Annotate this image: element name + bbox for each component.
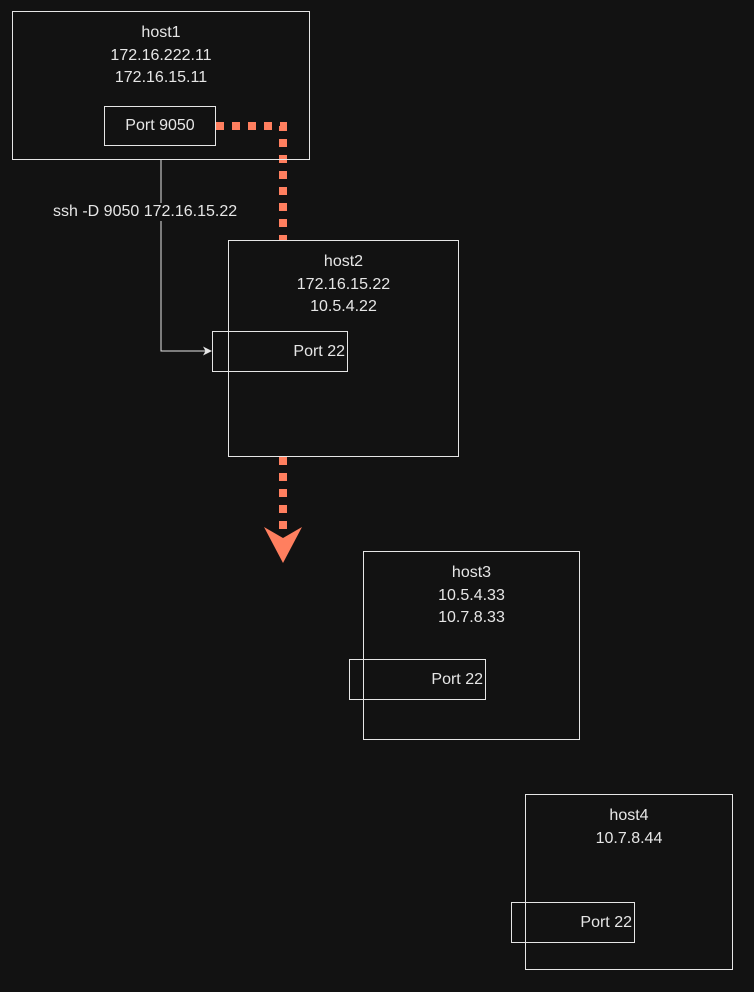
host3-box: host3 10.5.4.33 10.7.8.33: [363, 551, 580, 740]
host3-port-22: Port 22: [349, 659, 486, 700]
host1-port-9050: Port 9050: [104, 106, 216, 146]
host1-name: host1: [141, 24, 181, 41]
host2-box: host2 172.16.15.22 10.5.4.22: [228, 240, 459, 457]
ssh-connection-line: [160, 160, 206, 352]
host2-label: host2 172.16.15.22 10.5.4.22: [229, 251, 458, 319]
host3-port-label: Port 22: [431, 670, 483, 688]
host4-port-22: Port 22: [511, 902, 635, 943]
socks-tunnel-arrowhead: [264, 527, 302, 563]
host3-address-1: 10.5.4.33: [438, 586, 505, 604]
host4-label: host4 10.7.8.44: [526, 805, 732, 850]
ssh-connection-arrowhead: [203, 346, 212, 356]
host1-label: host1 172.16.222.11 172.16.15.11: [13, 22, 309, 90]
host4-port-label: Port 22: [580, 913, 632, 931]
ssh-command-label: ssh -D 9050 172.16.15.22: [51, 203, 240, 221]
host1-address-1: 172.16.222.11: [110, 46, 212, 64]
host1-port-label: Port 9050: [125, 117, 195, 134]
host2-address-1: 172.16.15.22: [296, 275, 391, 293]
socks-tunnel-line-upper: [216, 122, 287, 241]
host2-name: host2: [323, 253, 364, 270]
host3-name: host3: [451, 564, 492, 581]
host4-address-1: 10.7.8.44: [595, 829, 663, 847]
host4-box: host4 10.7.8.44: [525, 794, 733, 970]
host1-box: host1 172.16.222.11 172.16.15.11: [12, 11, 310, 160]
host1-address-2: 172.16.15.11: [114, 69, 208, 86]
host3-address-2: 10.7.8.33: [438, 609, 505, 626]
host2-address-2: 10.5.4.22: [310, 298, 377, 315]
host3-label: host3 10.5.4.33 10.7.8.33: [364, 562, 579, 630]
host4-name: host4: [609, 807, 649, 824]
host2-port-22: Port 22: [212, 331, 348, 372]
host2-port-label: Port 22: [293, 342, 345, 360]
